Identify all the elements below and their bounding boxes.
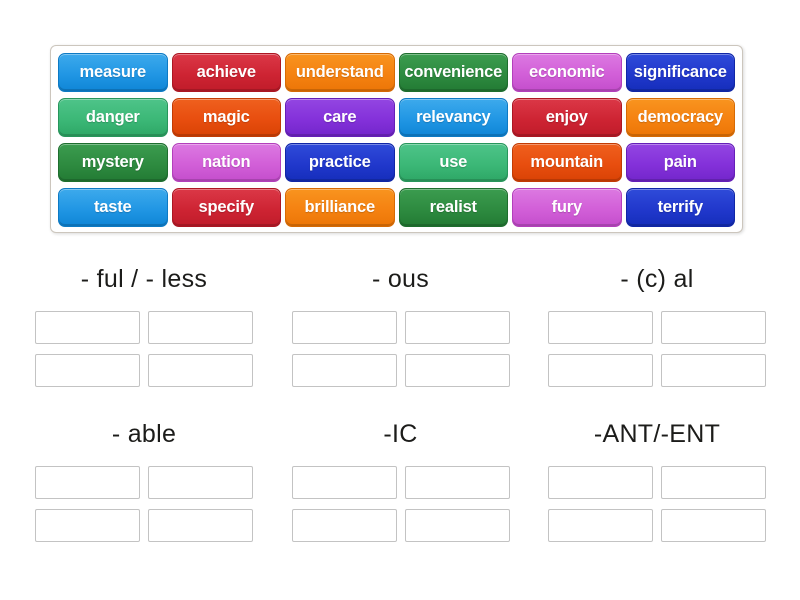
answer-slot[interactable] (148, 354, 253, 387)
word-tile[interactable]: terrify (625, 188, 735, 227)
word-tile[interactable]: fury (512, 188, 622, 227)
answer-slot[interactable] (661, 509, 766, 542)
word-tile[interactable]: taste (58, 188, 168, 227)
word-tile-label: measure (79, 63, 147, 81)
word-tile[interactable]: enjoy (512, 98, 622, 137)
answer-slot[interactable] (291, 311, 397, 344)
answer-slot[interactable] (548, 466, 653, 499)
word-tile[interactable]: realist (398, 188, 508, 227)
word-tile-label: enjoy (545, 108, 588, 126)
word-tile-label: nation (202, 153, 251, 171)
word-tile-label: taste (93, 198, 132, 216)
word-tile[interactable]: convenience (398, 53, 508, 92)
word-tile[interactable]: significance (625, 53, 735, 92)
answer-slot[interactable] (404, 311, 510, 344)
answer-slot[interactable] (35, 509, 140, 542)
category-label: -ANT/-ENT (593, 420, 721, 448)
answer-slot[interactable] (404, 466, 510, 499)
word-tile[interactable]: economic (512, 53, 622, 92)
slot-grid (291, 466, 510, 542)
word-tile[interactable]: measure (58, 53, 168, 92)
word-tile[interactable]: mountain (512, 143, 622, 182)
word-tile-label: realist (429, 198, 477, 216)
answer-slot[interactable] (661, 466, 766, 499)
word-tile-label: economic (529, 63, 605, 81)
slot-grid (548, 311, 766, 387)
slot-grid (35, 466, 253, 542)
word-tile[interactable]: use (398, 143, 508, 182)
word-tile-label: brilliance (304, 198, 376, 216)
answer-slot[interactable] (404, 354, 510, 387)
category-label: - (c) al (620, 265, 694, 293)
word-tile[interactable]: achieve (171, 53, 281, 92)
word-tile[interactable]: nation (171, 143, 281, 182)
answer-slot[interactable] (661, 354, 766, 387)
answer-slot[interactable] (291, 466, 397, 499)
word-tile-label: achieve (196, 63, 256, 81)
category-group: - ous (291, 262, 510, 387)
word-tile[interactable]: relevancy (398, 98, 508, 137)
category-label: -IC (383, 420, 418, 448)
category-label: - ous (371, 265, 430, 293)
word-tile-label: terrify (657, 198, 704, 216)
answer-slot[interactable] (404, 509, 510, 542)
word-tile[interactable]: care (285, 98, 395, 137)
slot-grid (291, 311, 510, 387)
word-tile[interactable]: mystery (58, 143, 168, 182)
answer-slot[interactable] (548, 509, 653, 542)
word-tile-label: use (439, 153, 468, 171)
word-tile-label: specify (198, 198, 255, 216)
answer-slot[interactable] (661, 311, 766, 344)
word-tile-label: relevancy (416, 108, 491, 126)
answer-slot[interactable] (35, 466, 140, 499)
answer-slot[interactable] (548, 311, 653, 344)
word-tile[interactable]: pain (625, 143, 735, 182)
answer-slot[interactable] (148, 311, 253, 344)
categories-section: - ful / - less - ous - (c) al - able -IC… (35, 262, 766, 542)
word-tile-label: care (323, 108, 357, 126)
category-group: - able (35, 417, 253, 542)
word-tile[interactable]: brilliance (285, 188, 395, 227)
slot-grid (548, 466, 766, 542)
word-tile[interactable]: magic (171, 98, 281, 137)
word-tile[interactable]: danger (58, 98, 168, 137)
category-group: -IC (291, 417, 510, 542)
word-tile-label: practice (308, 153, 371, 171)
category-group: - ful / - less (35, 262, 253, 387)
category-label: - able (111, 420, 177, 448)
answer-slot[interactable] (548, 354, 653, 387)
answer-slot[interactable] (148, 466, 253, 499)
word-tile-label: fury (551, 198, 583, 216)
word-tile-label: understand (295, 63, 384, 81)
answer-slot[interactable] (35, 311, 140, 344)
answer-slot[interactable] (35, 354, 140, 387)
word-tile[interactable]: practice (285, 143, 395, 182)
word-tile[interactable]: democracy (625, 98, 735, 137)
word-tile-label: danger (85, 108, 140, 126)
category-group: - (c) al (548, 262, 766, 387)
category-group: -ANT/-ENT (548, 417, 766, 542)
word-bank: measure achieve understand convenience e… (50, 45, 743, 233)
slot-grid (35, 311, 253, 387)
word-tile-label: convenience (404, 63, 503, 81)
word-tile-label: mountain (530, 153, 604, 171)
word-tile-label: significance (633, 63, 727, 81)
word-tile-label: mystery (81, 153, 144, 171)
answer-slot[interactable] (291, 354, 397, 387)
category-label: - ful / - less (80, 265, 208, 293)
word-tile-label: democracy (637, 108, 724, 126)
word-tile[interactable]: specify (171, 188, 281, 227)
answer-slot[interactable] (148, 509, 253, 542)
word-tile-label: magic (202, 108, 250, 126)
answer-slot[interactable] (291, 509, 397, 542)
word-tile-label: pain (663, 153, 697, 171)
word-tile[interactable]: understand (285, 53, 395, 92)
